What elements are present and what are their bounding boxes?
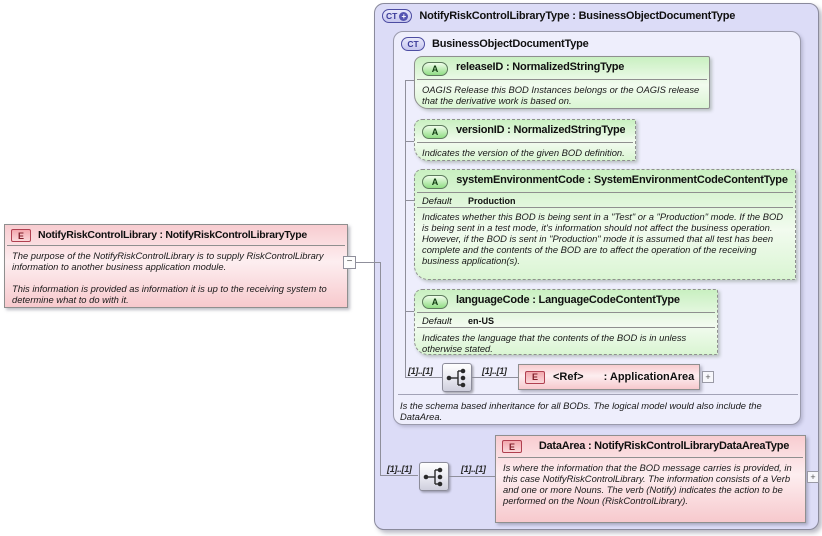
attribute-header: A systemEnvironmentCode : SystemEnvironm… [415,170,795,192]
connector-line [356,262,380,263]
divider [7,245,345,247]
cardinality-label: [1]..[1] [387,464,412,474]
divider [417,192,793,193]
element-node-header: E DataArea : NotifyRiskControlLibraryDat… [496,436,805,457]
cardinality-label: [1]..[1] [461,464,486,474]
basetype-header: CT BusinessObjectDocumentType [394,32,800,56]
element-node-title: NotifyRiskControlLibrary : NotifyRiskCon… [38,229,308,241]
attribute-badge-icon: A [422,62,448,76]
attribute-node-releaseid[interactable]: A releaseID : NormalizedStringType OAGIS… [414,56,710,109]
divider [417,142,633,143]
default-label: Default [422,315,452,326]
annotation-paragraph: This information is provided as informat… [12,282,327,305]
basetype-note: Is the schema based inheritance for all … [400,400,762,423]
attribute-header: A languageCode : LanguageCodeContentType [415,290,717,312]
default-label: Default [422,195,452,206]
plus-icon: + [399,11,409,21]
attribute-node-versionid[interactable]: A versionID : NormalizedStringType Indic… [414,119,636,161]
connector-line [405,80,406,377]
complextype-title: NotifyRiskControlLibraryType : BusinessO… [419,10,736,22]
collapse-button[interactable]: − [343,256,356,269]
attribute-header: A releaseID : NormalizedStringType [415,57,709,79]
divider [417,327,715,328]
element-badge-icon: E [11,229,31,243]
cardinality-label: [1]..[1] [482,366,507,376]
sequence-compositor-icon[interactable] [419,462,449,491]
attribute-badge-icon: A [422,125,448,139]
element-ref-type: : ApplicationArea [603,371,695,383]
attribute-annotation: OAGIS Release this BOD Instances belongs… [422,84,700,107]
element-annotation: Is where the information that the BOD me… [503,461,792,507]
element-node-dataarea[interactable]: E DataArea : NotifyRiskControlLibraryDat… [495,435,806,523]
complextype-header: CT + NotifyRiskControlLibraryType : Busi… [375,4,818,28]
connector-line [405,311,414,312]
divider [398,394,798,395]
connector-line [380,262,381,476]
complextype-node-container: CT + NotifyRiskControlLibraryType : Busi… [374,3,819,530]
element-annotation: The purpose of the NotifyRiskControlLibr… [5,246,347,309]
attribute-annotation: Indicates whether this BOD is being sent… [422,211,784,266]
default-value: en-US [468,316,495,326]
sequence-glyph [423,467,443,486]
connector-line [449,476,495,477]
attribute-badge-icon: A [422,175,448,189]
element-node-applicationarea-ref[interactable]: E <Ref> : ApplicationArea [518,364,700,390]
element-node-header: E NotifyRiskControlLibrary : NotifyRiskC… [5,225,347,245]
attribute-title: languageCode : LanguageCodeContentType [456,294,680,306]
sequence-glyph [446,368,466,387]
complextype-badge-label: CT [386,11,398,21]
connector-line [405,377,442,378]
attribute-default-row: Default Production [415,193,795,207]
attribute-annotation: Indicates the language that the contents… [422,332,687,355]
basetype-container: CT BusinessObjectDocumentType A releaseI… [393,31,801,425]
attribute-title: systemEnvironmentCode : SystemEnvironmen… [456,174,788,186]
expand-button[interactable]: + [702,371,714,383]
divider [417,207,793,208]
element-node-notify-risk-control-library[interactable]: E NotifyRiskControlLibrary : NotifyRiskC… [4,224,348,308]
sequence-compositor-icon[interactable] [442,363,472,392]
complextype-expand-badge[interactable]: CT + [382,9,413,23]
divider [498,456,803,458]
attribute-badge-icon: A [422,295,448,309]
connector-line [405,141,414,142]
attribute-node-systemenvironmentcode[interactable]: A systemEnvironmentCode : SystemEnvironm… [414,169,796,280]
divider [417,312,715,313]
basetype-badge: CT [401,37,425,51]
attribute-node-languagecode[interactable]: A languageCode : LanguageCodeContentType… [414,289,718,355]
element-ref-name: <Ref> [553,371,584,383]
attribute-annotation: Indicates the version of the given BOD d… [422,147,625,158]
basetype-title: BusinessObjectDocumentType [432,38,589,50]
divider [417,79,707,80]
annotation-paragraph: The purpose of the NotifyRiskControlLibr… [12,250,324,273]
default-value: Production [468,196,516,206]
connector-line [405,80,414,81]
connector-line [472,377,518,378]
connector-line [405,200,414,201]
expand-button[interactable]: + [807,471,819,483]
element-node-title: DataArea : NotifyRiskControlLibraryDataA… [538,440,790,452]
attribute-header: A versionID : NormalizedStringType [415,120,635,142]
attribute-title: releaseID : NormalizedStringType [456,61,625,73]
element-badge-icon: E [525,370,545,384]
attribute-default-row: Default en-US [415,313,717,327]
cardinality-label: [1]..[1] [408,366,433,376]
attribute-title: versionID : NormalizedStringType [456,124,626,136]
connector-line [381,475,418,476]
element-badge-icon: E [502,440,522,453]
